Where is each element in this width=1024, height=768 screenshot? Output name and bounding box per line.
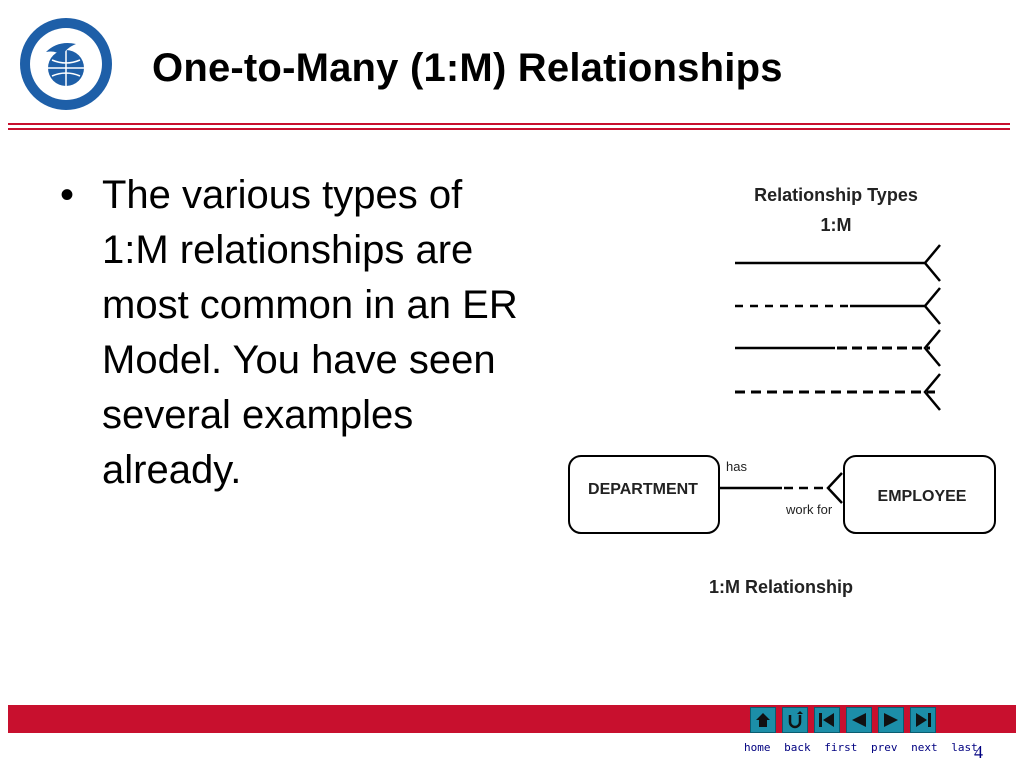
relationship-line: [720, 472, 843, 504]
bullet-list: The various types of 1:M relationships a…: [58, 168, 538, 498]
first-button[interactable]: [814, 707, 840, 733]
diagram-caption: 1:M Relationship: [709, 577, 853, 597]
entity-department-label: DEPARTMENT: [588, 481, 698, 498]
last-button[interactable]: [910, 707, 936, 733]
relationship-type-dashed-solid: [735, 287, 941, 325]
prev-button[interactable]: [846, 707, 872, 733]
last-icon: [916, 713, 931, 727]
back-icon: [788, 711, 803, 729]
institution-logo: [20, 18, 112, 110]
entity-employee-label: EMPLOYEE: [878, 488, 967, 505]
next-button[interactable]: [878, 707, 904, 733]
bullet-item: The various types of 1:M relationships a…: [58, 168, 538, 498]
entity-department: [568, 455, 720, 534]
prev-icon: [852, 713, 866, 727]
nav-prev-link[interactable]: prev: [871, 741, 898, 754]
nav-first-link[interactable]: first: [824, 741, 858, 754]
nav-last-link[interactable]: last: [951, 741, 978, 754]
legend-subtitle: 1:M: [821, 215, 852, 235]
nav-buttons: [750, 707, 936, 733]
back-button[interactable]: [782, 707, 808, 733]
nav-next-link[interactable]: next: [911, 741, 938, 754]
page-title: One-to-Many (1:M) Relationships: [152, 46, 783, 90]
first-icon: [819, 713, 834, 727]
home-button[interactable]: [750, 707, 776, 733]
relationship-label-has: has: [726, 459, 747, 474]
legend-title: Relationship Types: [754, 185, 918, 205]
page-number: 4: [974, 742, 983, 762]
relationship-type-solid: [735, 244, 941, 282]
title-divider-secondary: [8, 128, 1010, 130]
next-icon: [884, 713, 898, 727]
relationship-type-dashed: [735, 373, 941, 411]
relationship-type-solid-dashed: [735, 329, 941, 367]
er-diagram: Relationship Types 1:M DEPARTMENT E: [568, 185, 996, 597]
nav-labels: home back first prev next last: [744, 741, 983, 754]
home-icon: [756, 713, 770, 727]
relationship-label-work-for: work for: [785, 502, 833, 517]
entity-employee: [843, 455, 996, 534]
title-divider: [8, 123, 1010, 125]
nav-home-link[interactable]: home: [744, 741, 771, 754]
nav-back-link[interactable]: back: [784, 741, 811, 754]
